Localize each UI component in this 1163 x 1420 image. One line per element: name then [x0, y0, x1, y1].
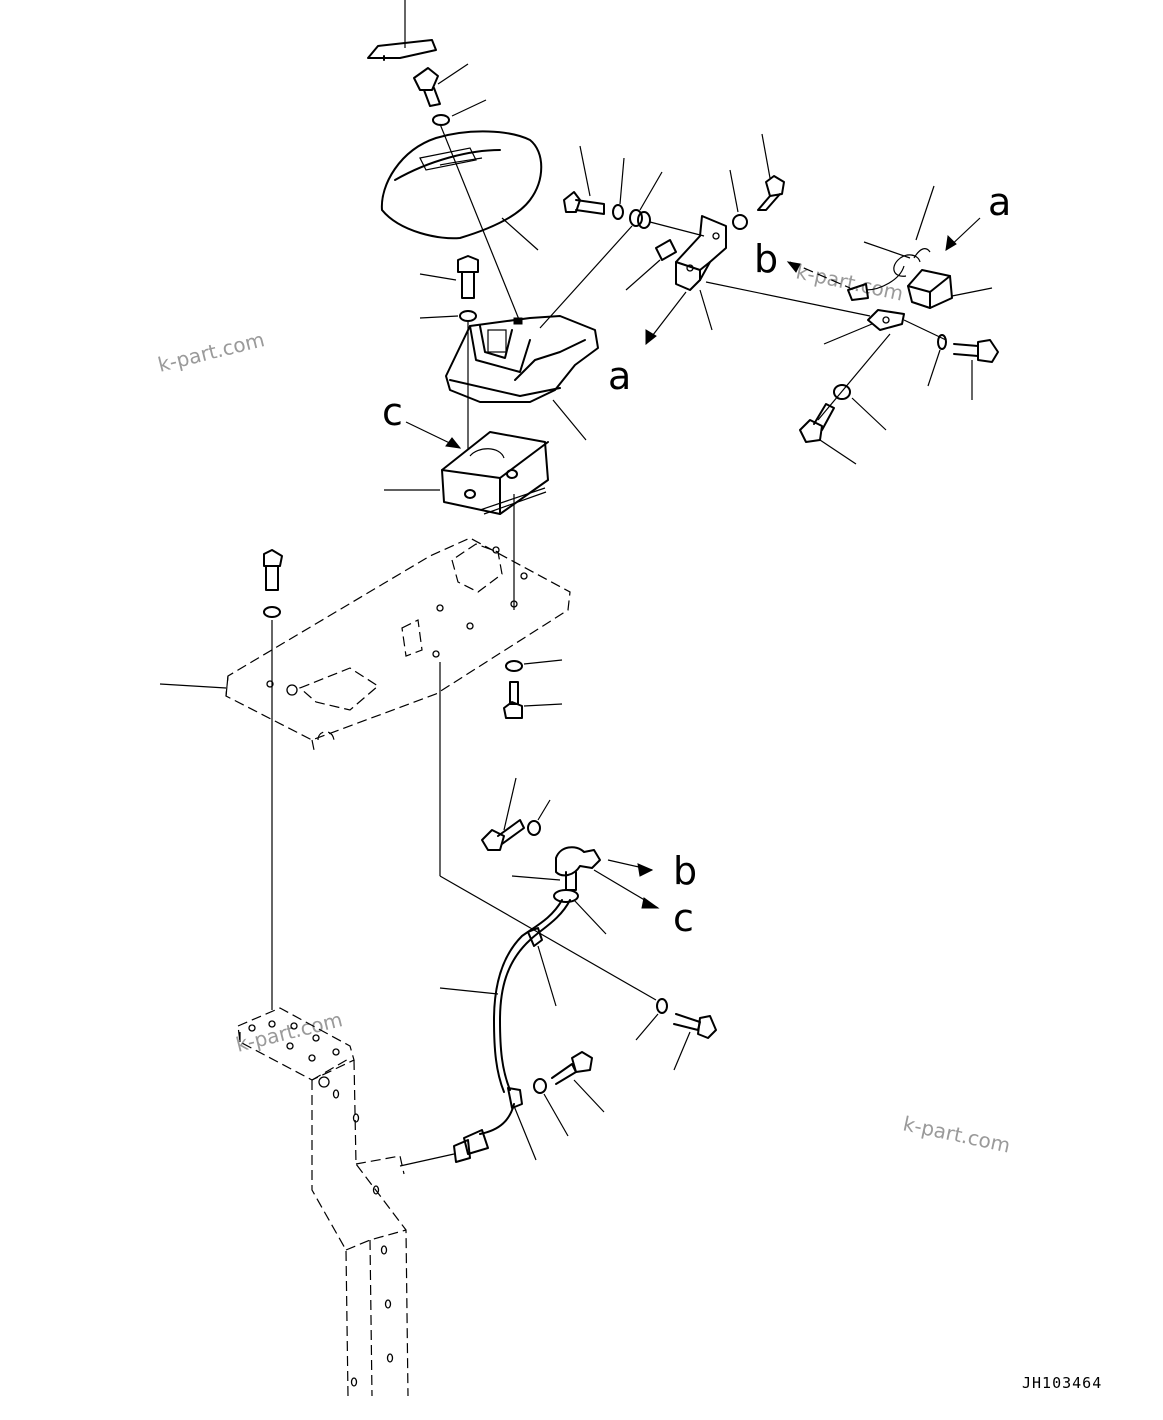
watermark: k-part.com: [901, 1111, 1013, 1157]
frame-column: [237, 1007, 409, 1397]
bolt: [503, 681, 563, 719]
controller-box: [384, 421, 549, 610]
watermark: k-part.com: [794, 259, 906, 305]
washer: [833, 384, 887, 431]
washer: [505, 659, 563, 672]
bolt: [263, 549, 283, 591]
watermark: k-part.com: [155, 327, 266, 377]
bolt: [673, 1013, 717, 1071]
bolt: [563, 145, 605, 215]
callout-b-bottom: b: [673, 849, 697, 893]
washer: [419, 310, 477, 322]
washer: [927, 334, 947, 387]
drawing-code: JH103464: [1022, 1374, 1102, 1392]
callout-a-mid: a: [608, 354, 631, 398]
switch-mount-plate: [705, 281, 947, 421]
washer: [533, 1078, 569, 1137]
callout-b-top: b: [754, 237, 778, 281]
callout-a-top: a: [988, 180, 1011, 224]
bolt: [551, 1051, 605, 1113]
switch-wire: [786, 261, 905, 301]
bolt: [953, 339, 999, 400]
washer: [263, 606, 281, 1010]
bolt: [413, 63, 469, 107]
washer: [612, 157, 625, 220]
grommet: [539, 171, 663, 329]
cable-connector: [511, 846, 660, 935]
cable-harness: [399, 662, 657, 1167]
washer: [635, 998, 668, 1041]
switch-bracket: [439, 123, 599, 450]
spacer-block: [625, 239, 677, 291]
bolt: [799, 403, 857, 465]
washer: [527, 799, 551, 836]
cable-bolt: [481, 777, 525, 851]
limit-switch: [863, 185, 993, 309]
console-cover: [380, 130, 543, 251]
plate-bracket: [649, 215, 727, 331]
bolt: [757, 133, 785, 211]
bolt: [419, 255, 479, 299]
washer: [729, 169, 748, 230]
cap-piece: [367, 0, 437, 61]
callout-c-top: c: [382, 390, 403, 434]
callout-c-bottom: c: [673, 896, 694, 940]
floor-plate: [159, 537, 571, 751]
